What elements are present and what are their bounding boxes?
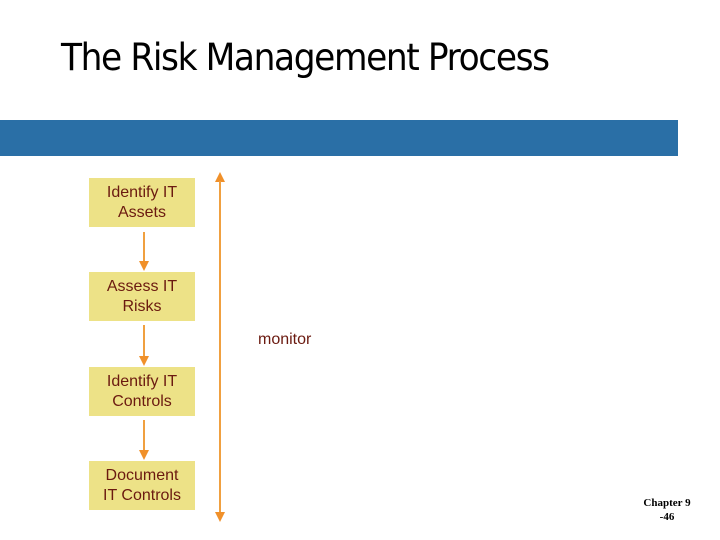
page-number: -46 — [659, 511, 675, 523]
slide-footer: Chapter 9 -46 — [640, 496, 694, 524]
step-identify-it-assets: Identify IT Assets — [89, 178, 195, 227]
slide-title: The Risk Management Process — [61, 36, 550, 79]
monitor-label: monitor — [258, 331, 312, 348]
chapter-label: Chapter 9 — [643, 497, 691, 509]
step-assess-it-risks: Assess IT Risks — [89, 272, 195, 321]
title-accent-bar — [0, 120, 678, 156]
step-document-it-controls: Document IT Controls — [89, 461, 195, 510]
step-identify-it-controls: Identify IT Controls — [89, 367, 195, 416]
